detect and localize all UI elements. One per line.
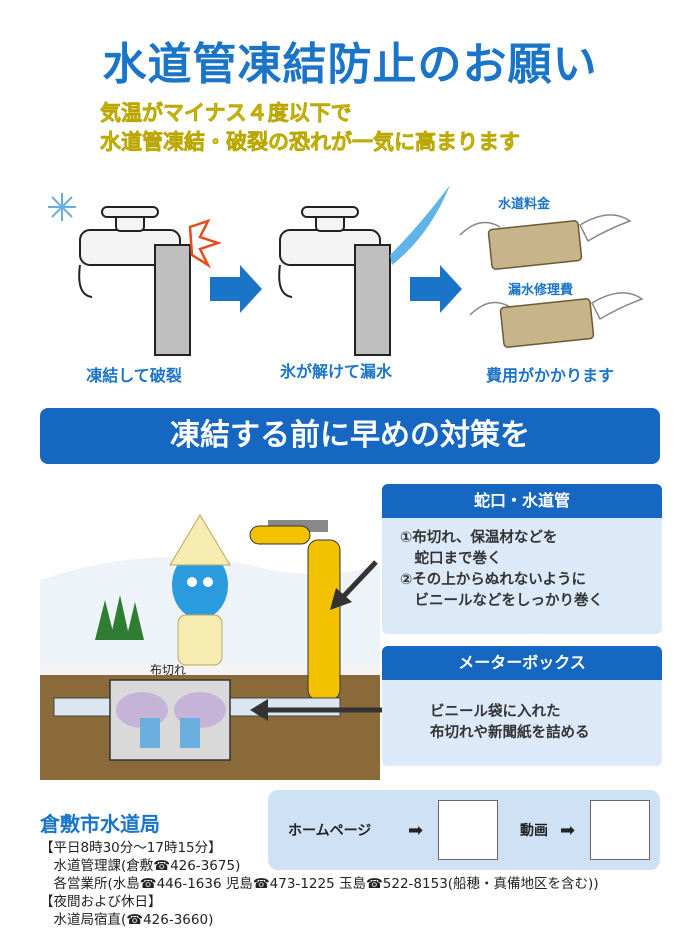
step-caption-3: 費用がかかります: [485, 366, 614, 385]
video-qr-code[interactable]: [590, 800, 650, 860]
office-info-line: 【夜間および休日】: [40, 894, 162, 910]
subtitle-line-2: 水道管凍結・破裂の恐れが一気に高まります: [100, 130, 521, 155]
office-info-line: 水道管理課(倉敷☎426-3675): [40, 858, 241, 874]
page-title: 水道管凍結防止のお願い: [102, 39, 598, 90]
step-caption-1: 凍結して破裂: [86, 366, 182, 385]
step-caption-2: 氷が解けて漏水: [279, 362, 392, 381]
leaking-faucet-icon: [278, 185, 450, 356]
office-info-line: 各営業所(水島☎446-1636 児島☎473-1225 玉島☎522-8153…: [40, 876, 599, 892]
mascot-character: [169, 514, 231, 666]
office-info-line: 【平日8時30分～17時15分】: [40, 840, 222, 856]
arrow-right-icon: ➡: [408, 820, 424, 841]
winter-pipe-illustration: [40, 514, 380, 780]
homepage-label: ホームページ: [288, 823, 372, 839]
links-box: ホームページ ➡ 動画 ➡: [268, 790, 660, 870]
frozen-faucet-icon: [78, 206, 191, 356]
video-label: 動画: [520, 823, 548, 839]
arrow-right-icon: ➡: [560, 820, 576, 841]
office-info-line: 水道局宿直(☎426-3660): [40, 912, 214, 928]
tree-icon: [95, 595, 144, 640]
meter-box-panel: メーターボックス ビニール袋に入れた 布切れや新聞紙を詰める: [382, 646, 662, 766]
office-name: 倉敷市水道局: [40, 812, 160, 836]
flying-money-icon: [469, 292, 644, 348]
faucet-pipe-panel: 蛇口・水道管 ①布切れ、保温材などを 蛇口まで巻く ②その上からぬれないように …: [382, 484, 662, 634]
countermeasure-banner: 凍結する前に早めの対策を: [40, 408, 660, 464]
homepage-qr-code[interactable]: [438, 800, 498, 860]
arrow-right-icon: [410, 265, 462, 313]
burst-icon: [188, 218, 222, 269]
cost-label-water-fee: 水道料金: [498, 197, 551, 212]
meter-box: [109, 679, 231, 761]
panel-body: ①布切れ、保温材などを 蛇口まで巻く ②その上からぬれないように ビニールなどを…: [400, 530, 603, 609]
panel-heading: メーターボックス: [382, 646, 662, 680]
panel-body: ビニール袋に入れた 布切れや新聞紙を詰める: [430, 704, 590, 741]
arrow-right-icon: [210, 265, 262, 313]
freeze-process-illustration: [48, 185, 644, 356]
snowflake-icon: [48, 193, 76, 221]
pointer-arrows: [250, 560, 382, 721]
cost-label-repair-fee: 漏水修理費: [508, 283, 574, 298]
flying-money-icon: [459, 214, 632, 270]
subtitle-line-1: 気温がマイナス４度以下で: [100, 101, 352, 126]
panel-heading: 蛇口・水道管: [382, 484, 662, 518]
cloth-label: 布切れ: [150, 663, 187, 677]
